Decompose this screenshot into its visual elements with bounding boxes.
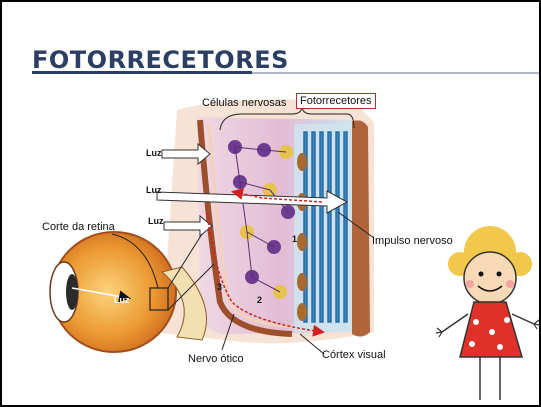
label-number-1: 1 — [292, 234, 297, 244]
label-luz-eye: Luz — [114, 295, 130, 305]
label-luz-2: Luz — [146, 185, 162, 195]
label-luz-3: Luz — [148, 216, 164, 226]
label-cortex-visual: Córtex visual — [322, 349, 386, 361]
label-nervo-otico: Nervo ótico — [188, 353, 244, 365]
label-fotorrecetores: Fotorrecetores — [296, 93, 376, 109]
girl-cartoon-icon — [436, 226, 540, 400]
label-corte-da-retina: Corte da retina — [42, 221, 115, 233]
label-celulas-nervosas: Células nervosas — [202, 97, 286, 109]
label-impulso-nervoso: Impulso nervoso — [372, 235, 453, 247]
label-luz-1: Luz — [146, 148, 162, 158]
label-number-3: 3 — [217, 282, 222, 292]
label-number-2: 2 — [257, 295, 262, 305]
retina-section — [149, 99, 374, 343]
